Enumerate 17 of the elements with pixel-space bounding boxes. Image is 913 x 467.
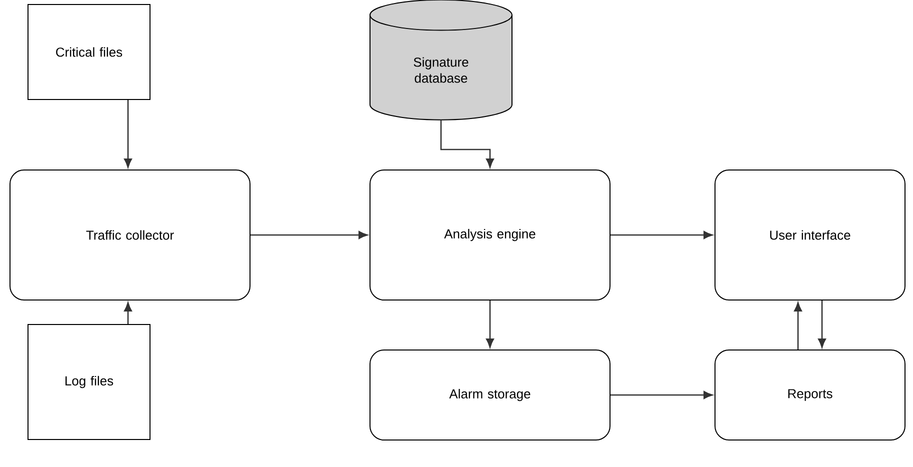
arrow: [818, 300, 826, 348]
process-box: Alarm storage: [370, 350, 610, 440]
process-box: Analysis engine: [370, 170, 610, 300]
process-box: User interface: [714, 170, 906, 300]
arrow: [124, 302, 132, 324]
source-box: Log files: [28, 324, 150, 440]
arrow: [440, 120, 494, 168]
process-box: Traffic collector: [10, 170, 250, 300]
arrow: [486, 300, 494, 348]
source-box: Critical files: [28, 4, 150, 100]
arrow: [610, 391, 713, 399]
arrow: [124, 100, 132, 168]
arrow: [794, 302, 802, 350]
process-box: Reports: [714, 350, 906, 440]
database-cylinder: Signature database: [370, 0, 512, 120]
arrow: [250, 231, 368, 239]
arrow: [610, 231, 713, 239]
